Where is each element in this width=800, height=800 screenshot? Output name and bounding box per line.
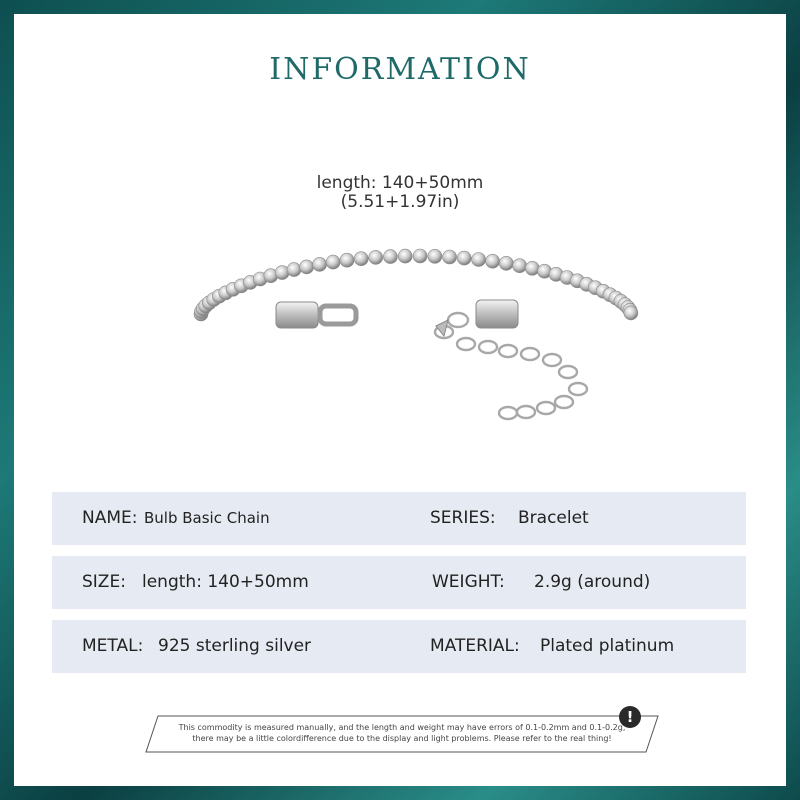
disclaimer-line-2: there may be a little colordifference du…	[192, 734, 612, 743]
weight-value: 2.9g (around)	[534, 572, 651, 592]
chain-bead	[623, 305, 639, 321]
chain-bead	[397, 248, 413, 264]
length-inches: (5.51+1.97in)	[340, 192, 460, 212]
warning-icon: !	[619, 706, 641, 728]
bracelet-image	[193, 248, 639, 421]
chain-bead	[286, 262, 302, 277]
chain-bead	[412, 248, 428, 264]
series-value: Bracelet	[518, 508, 589, 528]
chain-bead	[442, 249, 457, 265]
chain-bead	[485, 253, 500, 269]
disclaimer-border	[145, 715, 659, 753]
length-mm: length: 140+50mm	[316, 173, 484, 193]
chain-bead	[471, 252, 486, 267]
size-value: length: 140+50mm	[142, 572, 309, 592]
chain-bead	[368, 250, 383, 265]
material-value: Plated platinum	[540, 636, 675, 656]
weight-label: WEIGHT:	[432, 572, 505, 592]
chain-bead	[353, 251, 369, 267]
chain-bead	[383, 249, 398, 264]
chain-bead	[312, 257, 327, 272]
series-label: SERIES:	[430, 508, 496, 528]
metal-value: 925 sterling silver	[158, 636, 312, 656]
metal-label: METAL:	[82, 636, 144, 656]
length-caption: length: 140+50mm (5.51+1.97in)	[14, 174, 786, 212]
chain-bead	[498, 255, 514, 271]
disclaimer-notice: This commodity is measured manually, and…	[144, 706, 660, 754]
spec-row-name-series: NAME: Bulb Basic Chain SERIES: Bracelet	[52, 492, 746, 545]
chain-bead	[427, 248, 443, 264]
disclaimer-line-1: This commodity is measured manually, and…	[178, 723, 626, 732]
spec-row-metal-material: METAL: 925 sterling silver MATERIAL: Pla…	[52, 620, 746, 673]
disclaimer-text: This commodity is measured manually, and…	[170, 722, 634, 744]
chain-bead	[339, 252, 355, 268]
chain-bead	[524, 260, 540, 276]
info-panel: INFORMATION length: 140+50mm (5.51+1.97i…	[14, 14, 786, 786]
material-label: MATERIAL:	[430, 636, 520, 656]
name-label: NAME:	[82, 508, 138, 528]
chain-bead	[456, 250, 472, 266]
chain-bead	[325, 254, 341, 270]
chain-bead	[512, 258, 527, 274]
spec-row-size-weight: SIZE: length: 140+50mm WEIGHT: 2.9g (aro…	[52, 556, 746, 609]
size-label: SIZE:	[82, 572, 126, 592]
page-title: INFORMATION	[269, 52, 531, 87]
name-value: Bulb Basic Chain	[144, 509, 270, 527]
chain-bead	[299, 259, 314, 275]
